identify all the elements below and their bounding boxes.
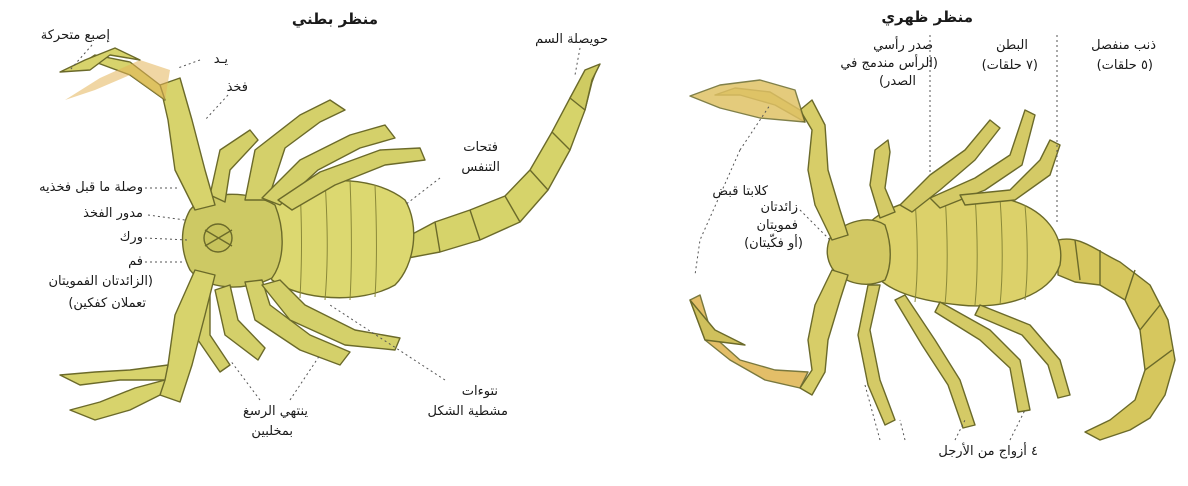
dorsal-view-title: منظر ظهري	[881, 8, 973, 26]
label-cephalothorax-2: (الرأس مندمج في	[840, 56, 938, 72]
label-poison-vesicle: حويصلة السم	[535, 32, 608, 48]
label-pectines-1: نتوءات	[462, 384, 498, 400]
label-movable-finger: إصبع متحركة	[41, 28, 110, 44]
label-trochanter: مدور الفخذ	[83, 206, 143, 222]
label-tarsus-2: بمخلبين	[251, 424, 293, 440]
label-hand: يـد	[214, 52, 228, 68]
label-spiracles-1: فتحات	[463, 140, 498, 156]
label-pincers: كلابتا قبض	[712, 184, 768, 200]
label-cephalothorax-3: الصدر)	[879, 74, 916, 90]
label-coxa: ورك	[120, 230, 143, 246]
label-four-pairs-legs: ٤ أزواج من الأرجل	[938, 444, 1038, 460]
label-femur: فخذ	[227, 80, 248, 96]
label-chelicerae-1: زائدتان	[761, 200, 798, 216]
label-tarsus-1: ينتهي الرسغ	[243, 404, 308, 420]
ventral-view-title: منظر بطني	[292, 10, 378, 28]
dorsal-scorpion	[690, 80, 1175, 440]
label-cephalothorax-1: صدر رأسي	[873, 38, 933, 54]
label-palps-line2: تعملان كفكين)	[68, 296, 146, 312]
label-chelicerae-3: (أو فكّيتان)	[744, 236, 803, 252]
label-abdomen-1: البطن	[996, 38, 1028, 54]
label-mouth: فم	[128, 254, 143, 270]
label-pectines-2: مشطية الشكل	[428, 404, 508, 420]
label-palps-line1: (الزائدتان الفمويتان	[48, 274, 153, 290]
label-abdomen-2: (٧ حلقات)	[982, 58, 1038, 74]
label-chelicerae-2: فمويتان	[757, 218, 799, 234]
label-tail-1: ذنب منفصل	[1091, 38, 1156, 54]
label-pre-femur-link: وصلة ما قبل فخذيه	[39, 180, 143, 196]
label-spiracles-2: التنفس	[461, 160, 500, 176]
label-tail-2: (٥ حلقات)	[1097, 58, 1153, 74]
